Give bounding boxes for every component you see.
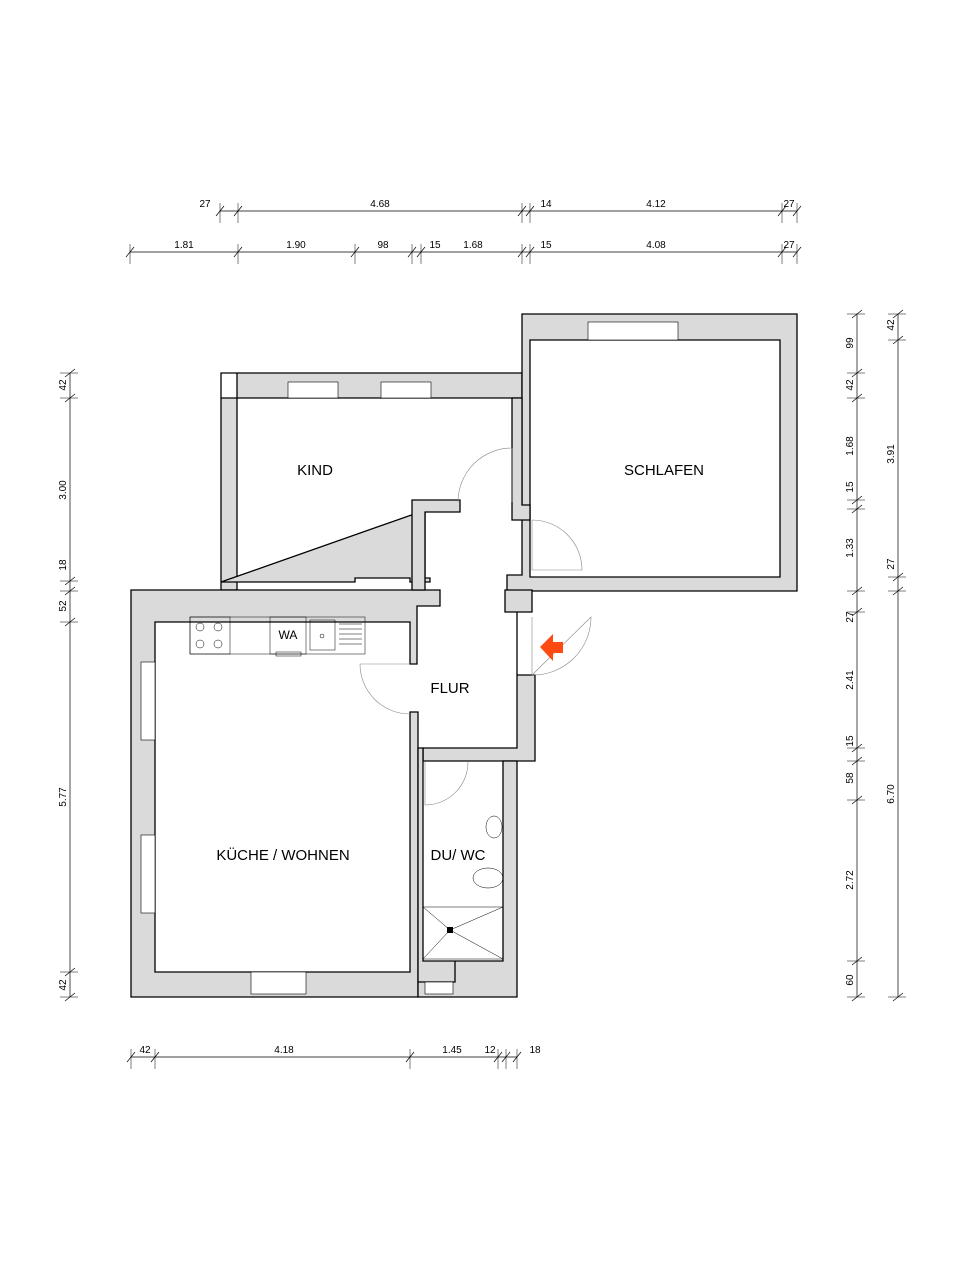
dim-right1-label: 15 xyxy=(845,735,856,747)
washer-box xyxy=(269,616,307,655)
shower-drain-icon xyxy=(447,927,453,933)
stove-burner-icon xyxy=(195,622,205,632)
shower-tray xyxy=(422,906,504,960)
dim-left-label: 42 xyxy=(58,379,69,391)
dim-right2-label: 3.91 xyxy=(886,444,897,464)
washer-label: WA xyxy=(279,628,298,642)
room-label-flur: FLUR xyxy=(430,680,469,697)
dim-right1-label: 1.33 xyxy=(845,538,856,558)
wall-mid xyxy=(511,397,531,521)
wall-core xyxy=(411,499,461,591)
wall-kind-bottom xyxy=(220,511,431,583)
dim-top2-label: 27 xyxy=(783,240,795,251)
dim-top2-label: 98 xyxy=(377,240,389,251)
room-label-schlafen: SCHLAFEN xyxy=(624,462,704,479)
window-schlafen xyxy=(587,321,679,341)
dim-top2-label: 1.90 xyxy=(286,240,306,251)
washer-foot xyxy=(275,651,302,657)
sink xyxy=(309,619,336,651)
stove-burner-icon xyxy=(213,639,223,649)
dim-bottom-label: 18 xyxy=(529,1045,541,1056)
dimension-chains: 27 4.68 14 4.12 27 1.81 1.90 98 15 1.68 15 4.08 27 42… xyxy=(58,199,906,1069)
dim-left-label: 3.00 xyxy=(58,480,69,500)
room-label-bad: DU/ WC xyxy=(431,847,486,864)
wall-bath xyxy=(417,747,518,998)
stove-burner-icon xyxy=(213,622,223,632)
washbasin-icon xyxy=(485,815,503,839)
dim-left-label: 5.77 xyxy=(58,787,69,807)
dim-top2-label: 1.68 xyxy=(463,240,483,251)
door-bath xyxy=(424,761,469,806)
walls xyxy=(130,313,798,998)
window-kitchen-bottom xyxy=(250,971,307,995)
door-kitchen xyxy=(359,663,411,715)
wall-flur-right xyxy=(422,589,536,762)
dim-bottom-label: 1.45 xyxy=(442,1045,462,1056)
window-kitchen-left-2 xyxy=(140,834,156,914)
toilet-icon xyxy=(472,867,504,889)
dim-right1-label: 58 xyxy=(845,772,856,784)
dim-left-label: 18 xyxy=(58,559,69,571)
wall-kitchen xyxy=(130,589,441,998)
dim-right1-label: 2.41 xyxy=(845,670,856,690)
door-schlafen xyxy=(531,519,583,571)
dim-bottom-label: 12 xyxy=(484,1045,496,1056)
entrance-arrow xyxy=(540,634,563,661)
dim-right2-label: 42 xyxy=(886,319,897,331)
dim-top2-label: 4.08 xyxy=(646,240,666,251)
dim-right1-label: 42 xyxy=(845,379,856,391)
dim-right1-label: 99 xyxy=(845,337,856,349)
stove xyxy=(189,616,231,655)
doors xyxy=(359,447,592,806)
dim-left-label: 42 xyxy=(58,979,69,991)
dim-right1-label: 27 xyxy=(845,611,856,623)
room-label-kind: KIND xyxy=(297,462,333,479)
wall-schlafen xyxy=(506,313,798,592)
dim-top2-label: 1.81 xyxy=(174,240,194,251)
dim-top1-label: 27 xyxy=(783,199,795,210)
dim-bottom-label: 4.18 xyxy=(274,1045,294,1056)
shower-tray-lines-icon xyxy=(422,906,504,960)
dim-bottom-label: 42 xyxy=(139,1045,151,1056)
room-label-kueche: KÜCHE / WOHNEN xyxy=(216,846,349,864)
dim-right1-label: 2.72 xyxy=(845,870,856,890)
dim-top1-label: 4.68 xyxy=(370,199,390,210)
dim-top1-label: 14 xyxy=(540,199,552,210)
drainboard-icon xyxy=(339,623,362,645)
stove-burner-icon xyxy=(195,639,205,649)
dim-left-label: 52 xyxy=(58,600,69,612)
dim-top1-label: 4.12 xyxy=(646,199,666,210)
room-labels: KIND SCHLAFEN FLUR KÜCHE / WOHNEN DU/ WC xyxy=(216,462,704,864)
window-bath xyxy=(424,981,454,995)
door-entrance xyxy=(531,616,592,676)
dim-right1-label: 1.68 xyxy=(845,436,856,456)
sink-drain-icon xyxy=(319,633,325,639)
bath-fixtures xyxy=(422,815,504,960)
dim-right1-label: 60 xyxy=(845,974,856,986)
window-kind-2 xyxy=(380,381,432,399)
windows xyxy=(140,321,679,995)
kitchen-fixtures: WA xyxy=(189,616,366,657)
window-kitchen-left-1 xyxy=(140,661,156,741)
dim-right2-label: 6.70 xyxy=(886,784,897,804)
dim-right2-label: 27 xyxy=(886,558,897,570)
door-kind xyxy=(457,447,513,503)
dim-top2-label: 15 xyxy=(429,240,441,251)
window-kind-1 xyxy=(287,381,339,399)
dim-top2-label: 15 xyxy=(540,240,552,251)
dim-right1-label: 15 xyxy=(845,481,856,493)
dim-top1-label: 27 xyxy=(199,199,211,210)
